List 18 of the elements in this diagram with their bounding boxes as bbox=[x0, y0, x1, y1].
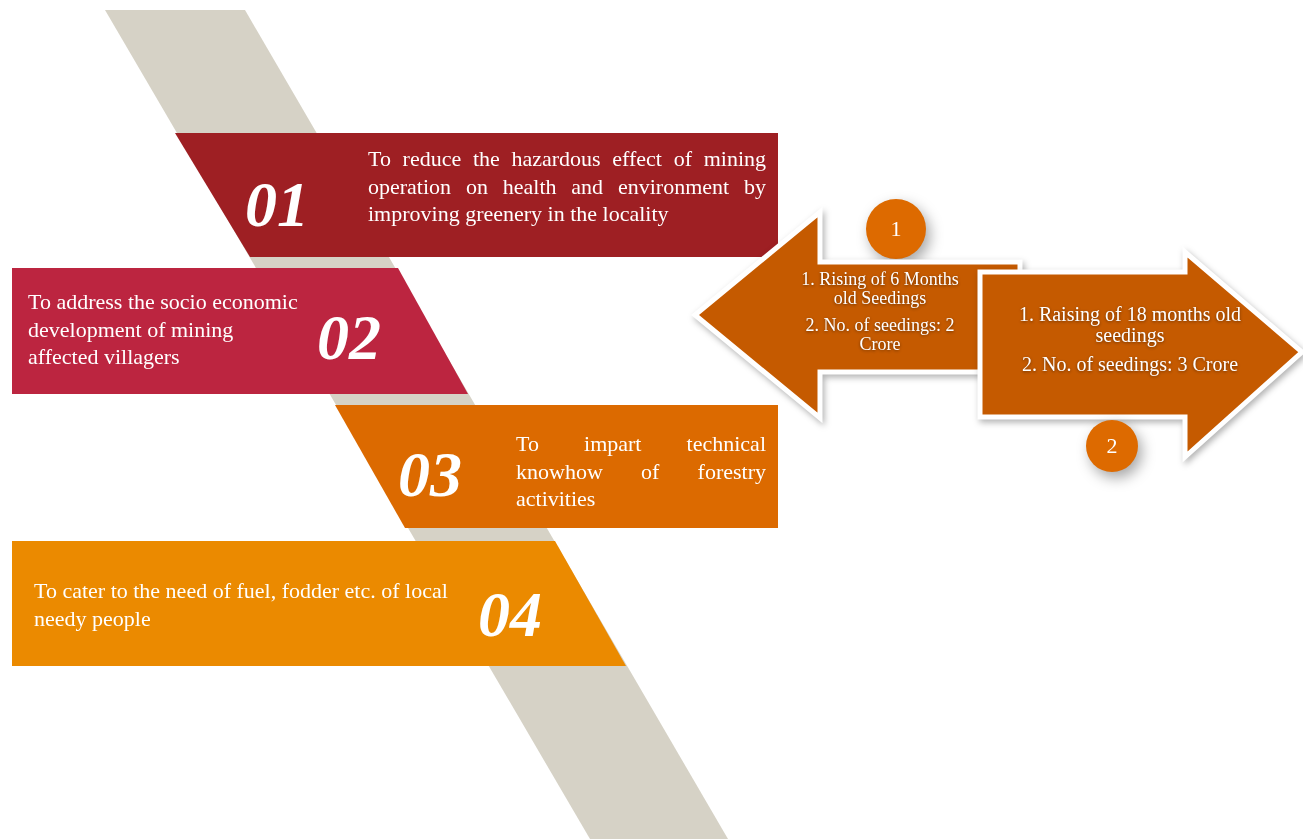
objective-text: To cater to the need of fuel, fodder etc. of local needy people bbox=[34, 577, 449, 632]
number-label: 03 bbox=[398, 443, 462, 507]
number-label: 02 bbox=[317, 306, 381, 370]
objective-text: To impart technical knowhow of forestry activities bbox=[516, 430, 766, 513]
objective-text: To reduce the hazardous effect of mining operation on health and environment by improving greenery in the locality bbox=[368, 145, 766, 228]
step-text: 1. Rising of 6 Months old Seedings bbox=[800, 270, 960, 308]
step-text: 2. No. of seedings: 3 Crore bbox=[1020, 354, 1240, 375]
step-text: 1. Raising of 18 months old seedings bbox=[1017, 304, 1243, 346]
number-circle: 2 bbox=[1086, 420, 1138, 472]
number-label: 04 bbox=[478, 583, 542, 647]
objective-text: To address the socio economic development of mining affected villagers bbox=[28, 288, 299, 371]
ribbon-banner bbox=[12, 541, 626, 666]
step-text: 2. No. of seedings: 2 Crore bbox=[804, 315, 956, 354]
number-circle: 1 bbox=[866, 199, 926, 259]
number-label: 01 bbox=[245, 173, 309, 237]
ribbon-banner bbox=[335, 405, 778, 528]
ribbon-banner bbox=[12, 268, 468, 394]
ribbon-banner bbox=[175, 133, 778, 257]
